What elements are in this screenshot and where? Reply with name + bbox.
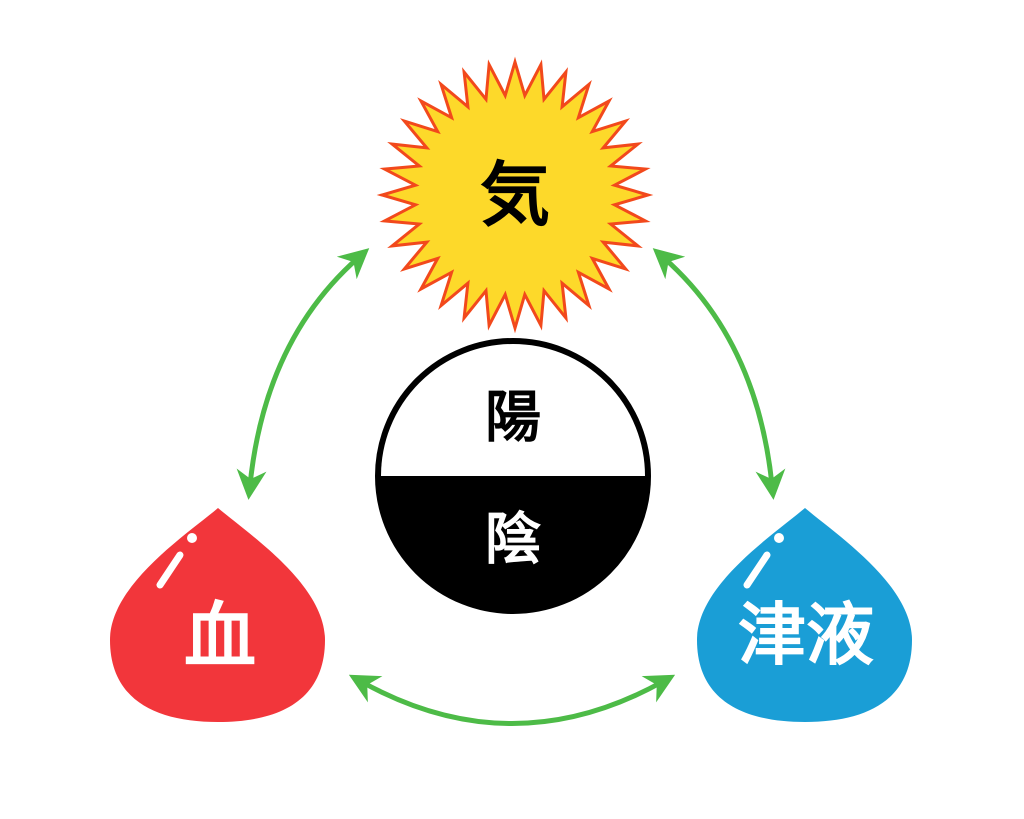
blood-label: 血 bbox=[184, 594, 256, 678]
qi-label: 気 bbox=[480, 154, 550, 236]
arrow-qi-blood bbox=[236, 248, 370, 500]
yin-label: 陰 bbox=[485, 508, 541, 573]
qi-sun-shape bbox=[376, 56, 654, 334]
arrow-blood-fluids bbox=[348, 674, 676, 726]
yin-yang-circle bbox=[375, 338, 651, 614]
fluids-label: 津液 bbox=[738, 597, 874, 676]
highlight-icon bbox=[743, 551, 771, 589]
arrow-qi-fluids bbox=[652, 248, 786, 500]
yang-label: 陽 bbox=[485, 386, 541, 451]
blood-drop bbox=[110, 508, 325, 722]
fluids-drop bbox=[697, 508, 912, 722]
highlight-icon bbox=[156, 551, 184, 589]
